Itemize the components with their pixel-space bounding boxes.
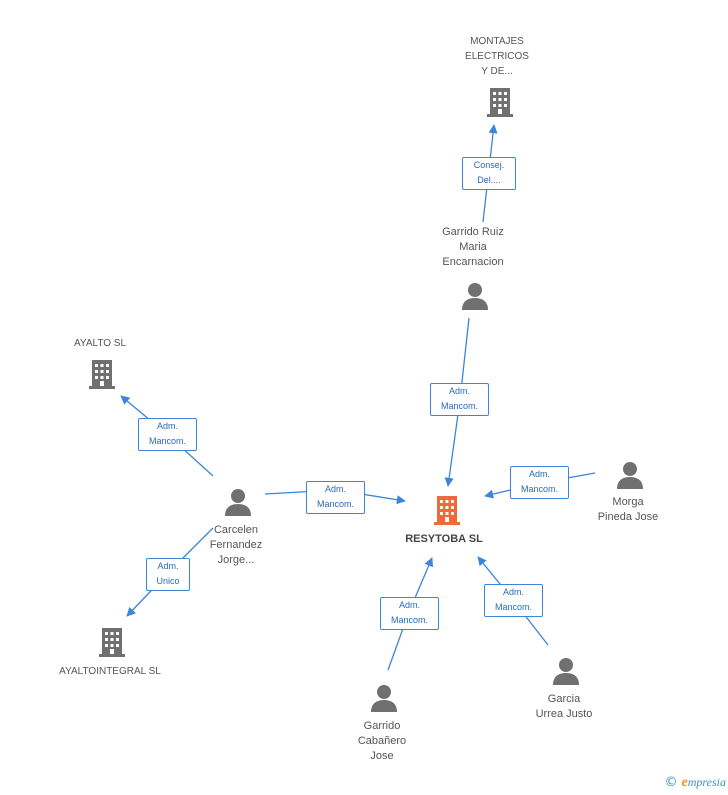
empresia-watermark[interactable]: ©empresia: [665, 775, 726, 791]
edge-label-garrido-ruiz-montajes[interactable]: Consej. Del....: [462, 157, 516, 190]
edge-label-morga-resytoba[interactable]: Adm. Mancom.: [510, 466, 569, 499]
node-label-resytoba[interactable]: RESYTOBA SL: [405, 533, 483, 545]
node-label-morga[interactable]: Morga Pineda Jose: [597, 496, 659, 523]
node-label-ayalto[interactable]: AYALTO SL: [73, 338, 127, 349]
building-icon[interactable]: [484, 86, 516, 118]
edge-label-carcelen-resytoba[interactable]: Adm. Mancom.: [306, 481, 365, 514]
brand-initial: e: [681, 775, 688, 790]
person-icon[interactable]: [460, 281, 490, 311]
node-label-ayaltointegral[interactable]: AYALTOINTEGRAL SL: [59, 666, 161, 677]
node-label-garcia[interactable]: Garcia Urrea Justo: [535, 693, 593, 720]
node-label-carcelen[interactable]: Carcelen Fernandez Jorge...: [209, 524, 263, 566]
brand-name: mpresia: [687, 775, 726, 789]
node-label-garrido-cabanero[interactable]: Garrido Cabañero Jose: [357, 720, 407, 762]
copyright-icon: ©: [664, 775, 678, 790]
person-icon[interactable]: [551, 656, 581, 686]
building-icon[interactable]: [86, 358, 118, 390]
person-icon[interactable]: [223, 487, 253, 517]
edge-label-garrido-cabanero-resytoba[interactable]: Adm. Mancom.: [380, 597, 439, 630]
building-icon[interactable]: [96, 626, 128, 658]
edge-label-garcia-resytoba[interactable]: Adm. Mancom.: [484, 584, 543, 617]
person-icon[interactable]: [615, 460, 645, 490]
edge-label-carcelen-ayaltointegral[interactable]: Adm. Unico: [146, 558, 190, 591]
node-label-garrido-ruiz[interactable]: Garrido Ruiz Maria Encarnacion: [442, 226, 504, 268]
building-icon[interactable]: [431, 494, 463, 526]
person-icon[interactable]: [369, 683, 399, 713]
edge-label-carcelen-ayalto[interactable]: Adm. Mancom.: [138, 418, 197, 451]
edge-label-garrido-ruiz-resytoba[interactable]: Adm. Mancom.: [430, 383, 489, 416]
node-label-montajes[interactable]: MONTAJES ELECTRICOS Y DE...: [465, 36, 529, 77]
